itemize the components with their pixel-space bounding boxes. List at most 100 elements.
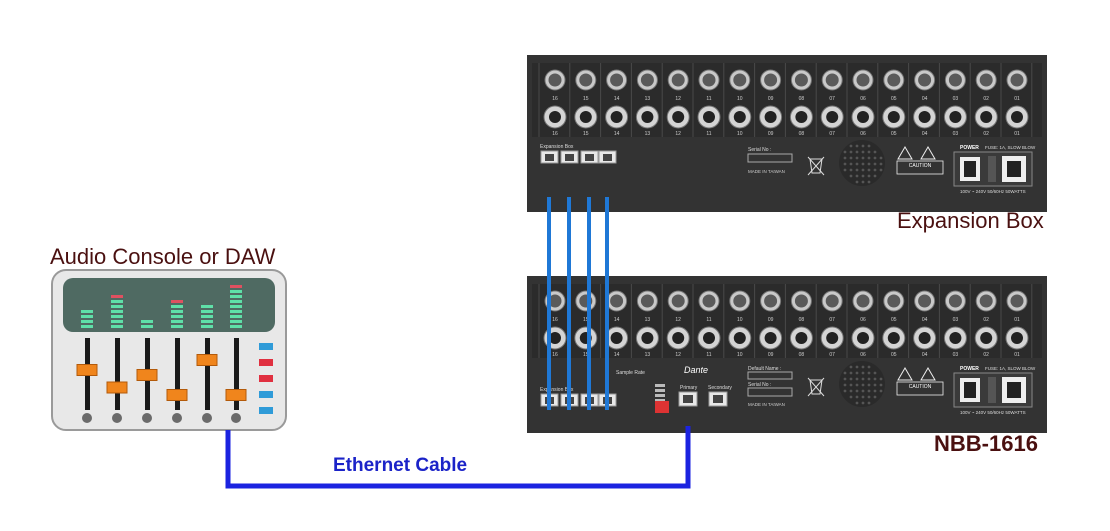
grille-hole [849, 162, 853, 166]
rj45-socket [585, 154, 594, 161]
xlr-socket [979, 294, 993, 308]
warning-icon [920, 146, 936, 160]
channel-number: 03 [953, 352, 959, 358]
xlr-pins [1011, 332, 1023, 344]
ethernet-cable [225, 426, 691, 489]
channel-number: 16 [552, 317, 558, 323]
channel-number: 06 [860, 317, 866, 323]
grille-hole [861, 383, 865, 387]
channel-number: 10 [737, 131, 743, 137]
xlr-socket [610, 294, 624, 308]
channel-number: 07 [829, 96, 835, 102]
grille-hole [867, 156, 871, 160]
grille-hole [849, 395, 853, 399]
grille-hole [873, 389, 877, 393]
grille-hole [855, 168, 859, 172]
channel-number: 03 [953, 96, 959, 102]
level-meter-segment [111, 295, 123, 298]
xlr-pins [857, 111, 869, 123]
channel-number: 07 [829, 131, 835, 137]
indicator-light [259, 375, 273, 382]
rj45-socket [713, 395, 723, 403]
grille-hole [843, 150, 847, 154]
grille-hole [849, 389, 853, 393]
iec-pins [1007, 382, 1021, 398]
level-meter-segment [230, 325, 242, 328]
xlr-pins [949, 111, 962, 123]
xlr-pins [672, 332, 685, 344]
channel-number: 03 [953, 131, 959, 137]
iec-pins [1007, 161, 1021, 177]
grille-hole [861, 150, 865, 154]
grille-hole [873, 174, 877, 178]
channel-number: 16 [552, 96, 558, 102]
rj45-socket [603, 154, 612, 161]
grille-hole [861, 401, 865, 405]
xlr-pins [641, 332, 654, 344]
level-meter-segment [171, 325, 183, 328]
grille-hole [867, 389, 871, 393]
channel-number: 05 [891, 317, 897, 323]
xlr-pins [980, 111, 993, 123]
fuse-label: FUSE: 1A, SLOW BLOW [985, 145, 1036, 150]
channel-number: 15 [583, 131, 589, 137]
grille-hole [855, 174, 859, 178]
console-screen [63, 278, 275, 332]
xlr-socket [610, 73, 624, 87]
grille-hole [861, 180, 865, 184]
channel-number: 14 [614, 352, 620, 358]
level-meter-segment [230, 310, 242, 313]
xlr-socket [1010, 294, 1024, 308]
channel-number: 02 [983, 317, 989, 323]
level-meter-segment [230, 305, 242, 308]
xlr-pins [1011, 111, 1023, 123]
xlr-pins [733, 332, 746, 344]
label-box [747, 371, 793, 380]
level-meter-segment [111, 300, 123, 303]
channel-number: 07 [829, 352, 835, 358]
grille-hole [843, 389, 847, 393]
made-in-label: MADE IN TAIWAN [748, 169, 785, 174]
xlr-socket [856, 294, 870, 308]
grille-hole [867, 150, 871, 154]
grille-hole [861, 371, 865, 375]
channel-number: 12 [675, 352, 681, 358]
level-meter-segment [171, 300, 183, 303]
channel-number: 08 [799, 131, 805, 137]
level-meter-segment [171, 305, 183, 308]
xlr-socket [918, 294, 932, 308]
channel-number: 13 [645, 96, 651, 102]
channel-number: 02 [983, 96, 989, 102]
xlr-pins [610, 111, 623, 123]
xlr-pins [703, 111, 715, 123]
grille-hole [855, 401, 859, 405]
rocker [964, 161, 976, 177]
level-meter-segment [201, 310, 213, 313]
xlr-pins [579, 111, 592, 123]
expansion-box-unit: 1616151514141313121211111010090908080707… [527, 55, 1047, 212]
power-label: POWER [960, 366, 979, 372]
grille-hole [849, 377, 853, 381]
channel-number: 11 [706, 131, 711, 137]
xlr-socket [948, 294, 962, 308]
power-label: POWER [960, 145, 979, 151]
xlr-socket [671, 73, 685, 87]
level-meter-segment [81, 325, 93, 328]
ethernet-cable-label: Ethernet Cable [333, 455, 468, 476]
grille-hole [849, 150, 853, 154]
channel-number: 10 [737, 96, 743, 102]
grille-hole [855, 144, 859, 148]
level-meter-segment [111, 305, 123, 308]
grille-hole [843, 156, 847, 160]
caution-label: CAUTION [909, 384, 932, 390]
grille-hole [855, 162, 859, 166]
channel-number: 08 [799, 352, 805, 358]
dip-indicator [655, 389, 665, 392]
indicator-light [259, 343, 273, 350]
grille-hole [855, 371, 859, 375]
grille-hole [867, 174, 871, 178]
grille-hole [855, 389, 859, 393]
xlr-pins [949, 332, 962, 344]
channel-number: 16 [552, 352, 558, 358]
